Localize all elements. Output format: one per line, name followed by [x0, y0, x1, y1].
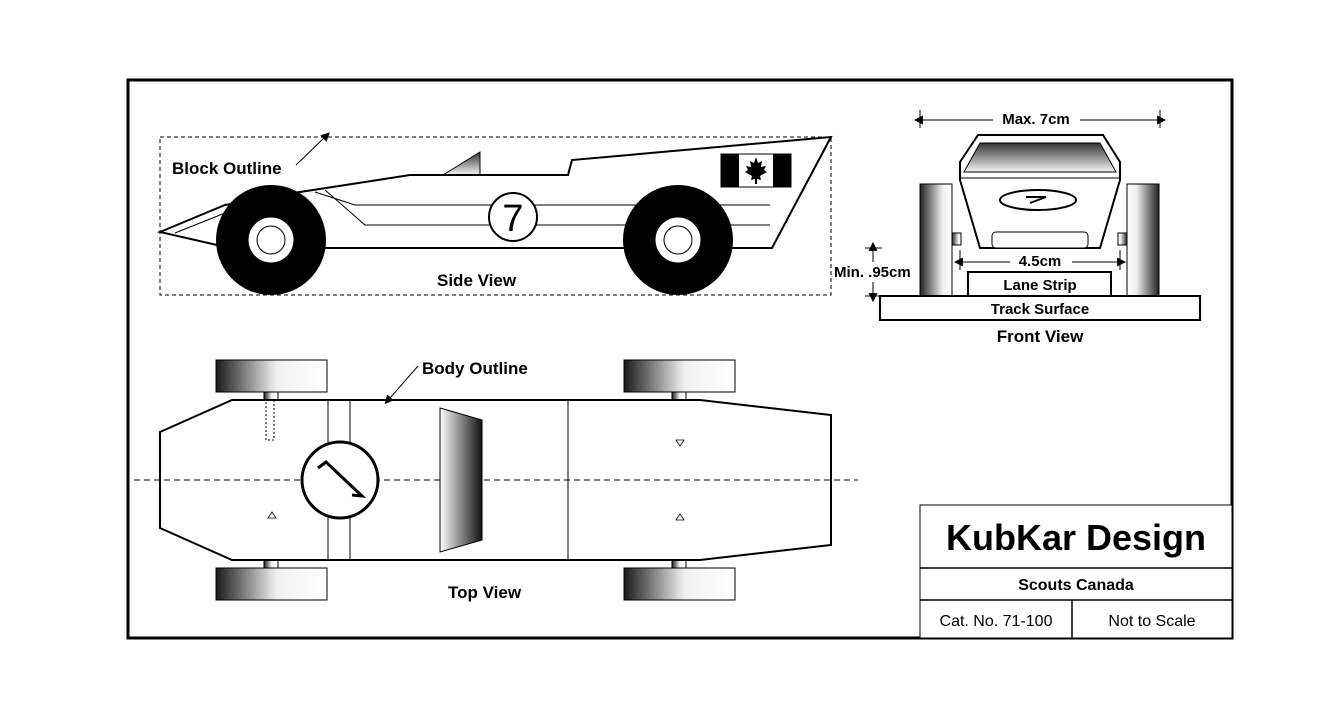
- top-marker-3: [675, 513, 685, 521]
- top-nail-hidden: [265, 399, 275, 441]
- front-windscreen: [963, 142, 1117, 173]
- title-block-frame: [919, 504, 1233, 639]
- title-block-organization: Scouts Canada: [1018, 577, 1134, 594]
- sheet-border: [126, 78, 1234, 640]
- block-outline-leader: [295, 132, 330, 166]
- front-right-axle: [1117, 232, 1128, 246]
- body-outline-label: Body Outline: [422, 359, 528, 378]
- track-surface: [879, 295, 1201, 321]
- top-axle-2: [671, 391, 687, 401]
- top-marker-1: [267, 511, 277, 519]
- front-number-seven: [1026, 196, 1047, 204]
- block-outline-rect: [159, 136, 832, 296]
- side-stripe-upper: [314, 191, 770, 206]
- top-wheel-front-lower: [215, 567, 328, 601]
- side-view-label: Side View: [437, 271, 517, 290]
- track-width-label: 4.5cm: [1019, 253, 1062, 270]
- side-number-circle: [488, 192, 538, 242]
- top-axle-4: [671, 559, 687, 569]
- block-outline-label: Block Outline: [172, 159, 282, 178]
- top-view: Body Outline Top View: [134, 359, 858, 602]
- maple-leaf-icon: [745, 157, 767, 184]
- track-surface-label: Track Surface: [991, 301, 1089, 318]
- clearance-label: Min. .95cm: [834, 264, 911, 281]
- top-wing: [439, 407, 483, 553]
- side-fin: [441, 151, 481, 176]
- top-number-circle: [300, 440, 380, 520]
- top-wheel-front-upper: [215, 359, 328, 393]
- top-axle-3: [263, 559, 279, 569]
- front-left-axle: [951, 232, 962, 246]
- top-wheel-rear-lower: [623, 567, 736, 601]
- front-left-wheel: [919, 183, 953, 297]
- top-axle-1: [263, 391, 279, 401]
- lane-strip-label: Lane Strip: [1003, 277, 1076, 294]
- side-rear-wheel: [623, 185, 733, 295]
- canada-flag-icon: [720, 153, 792, 188]
- side-front-wheel: [216, 185, 326, 295]
- title-block-catalog-number: Cat. No. 71-100: [940, 613, 1053, 630]
- top-number-seven: [317, 460, 367, 498]
- top-view-label: Top View: [448, 583, 522, 602]
- front-view-label: Front View: [997, 327, 1084, 346]
- side-car-number: 7: [502, 198, 523, 240]
- lane-strip: [967, 271, 1112, 297]
- front-bottom-bar: [991, 231, 1089, 249]
- title-block-scale: Not to Scale: [1108, 613, 1195, 630]
- title-block-title: KubKar Design: [946, 517, 1206, 558]
- front-right-wheel: [1126, 183, 1160, 297]
- side-nose-line: [174, 212, 226, 234]
- max-width-label: Max. 7cm: [1002, 111, 1070, 128]
- top-wheel-rear-upper: [623, 359, 736, 393]
- body-outline-leader: [384, 365, 419, 405]
- front-view: Max. 7cm 4.5cm Min. .95cm Lane Strip Tra…: [834, 110, 1201, 346]
- side-view: 7 Block Outline Side View: [156, 132, 833, 296]
- top-marker-2: [675, 439, 685, 447]
- title-block: KubKar Design Scouts Canada Cat. No. 71-…: [919, 504, 1233, 639]
